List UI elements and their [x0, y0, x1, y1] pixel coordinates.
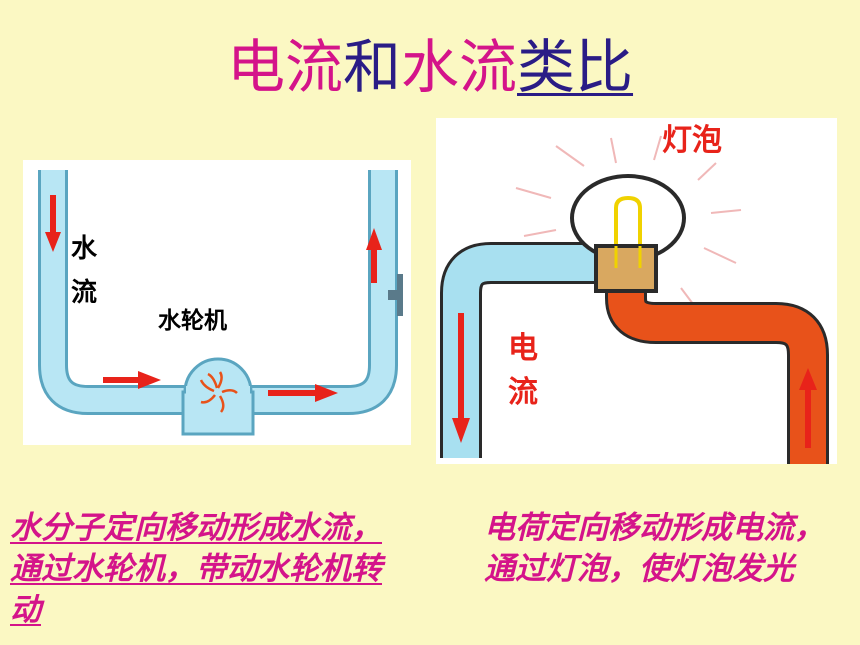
valve-stem [388, 290, 403, 300]
title-part-current: 电流 [226, 33, 343, 101]
current-arrows [452, 313, 817, 448]
filament-icon [614, 195, 642, 246]
valve-handle [397, 274, 403, 316]
title-part-and: 和 [342, 33, 401, 101]
electric-current-diagram: 灯泡 电 流 [436, 118, 837, 464]
water-flow-caption: 水分子定向移动形成水流，通过水轮机，带动水轮机转动 [10, 510, 382, 628]
bulb-label: 灯泡 [662, 123, 722, 158]
water-flow-label-1: 水 [71, 234, 98, 264]
arrow-right-1-shaft [103, 377, 141, 383]
current-label-2: 流 [508, 375, 538, 410]
arrow-right-2-shaft [268, 390, 318, 396]
arrow-up-shaft [805, 388, 811, 448]
page-title: 电流和水流类比 [0, 32, 860, 102]
water-pipe-drawing [38, 170, 403, 436]
arrow-down-head [45, 232, 61, 252]
turbine-mask [186, 386, 250, 414]
arrow-down-head [452, 418, 470, 443]
arrow-right-2-head [315, 384, 338, 402]
arrow-right-1-head [138, 371, 161, 389]
arrow-down-shaft [458, 313, 464, 423]
title-part-analogy: 类比 [517, 33, 634, 101]
water-flow-label-2: 流 [71, 278, 98, 308]
current-label-1: 电 [508, 331, 538, 366]
current-caption: 电荷定向移动形成电流，通过灯泡，使灯泡发光 [484, 510, 825, 587]
bulb-base [594, 244, 658, 293]
turbine-label: 水轮机 [158, 308, 227, 334]
water-flow-arrows [45, 195, 382, 402]
circuit-drawing [440, 135, 829, 464]
arrow-up-head [366, 228, 382, 250]
arrow-up-head [799, 368, 817, 390]
arrow-up-shaft [371, 248, 377, 283]
blue-wire [443, 245, 601, 458]
title-part-water-flow: 水流 [401, 33, 518, 101]
orange-wire [608, 280, 826, 464]
water-flow-diagram: 水 流 水轮机 [23, 160, 411, 445]
arrow-down-shaft [50, 195, 56, 235]
turbine-blades-icon [199, 371, 238, 413]
